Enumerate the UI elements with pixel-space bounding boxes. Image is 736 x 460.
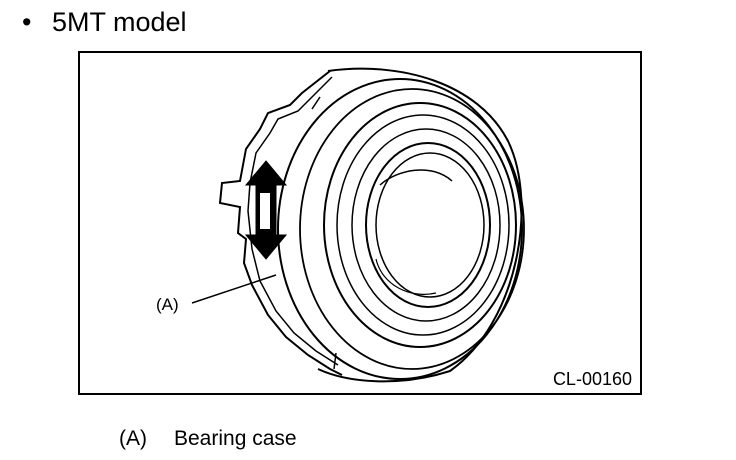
bullet-icon: •	[22, 7, 32, 37]
bearing-inner-bore	[365, 142, 491, 308]
legend-description: Bearing case	[174, 427, 297, 450]
callout-label-a: (A)	[156, 295, 179, 314]
legend-entry: (A) Bearing case	[119, 425, 297, 453]
release-bearing-illustration	[191, 67, 525, 383]
callout-leader-line	[191, 274, 277, 304]
figure-code: CL-00160	[552, 369, 632, 389]
bearing-figure: (A) CL-00160	[78, 51, 642, 395]
double-arrow-icon	[244, 160, 288, 260]
model-heading: • 5MT model	[22, 4, 187, 40]
bearing-case-outer-ring	[277, 78, 523, 380]
model-heading-text: 5MT model	[52, 7, 187, 37]
legend-key: (A)	[119, 427, 147, 450]
